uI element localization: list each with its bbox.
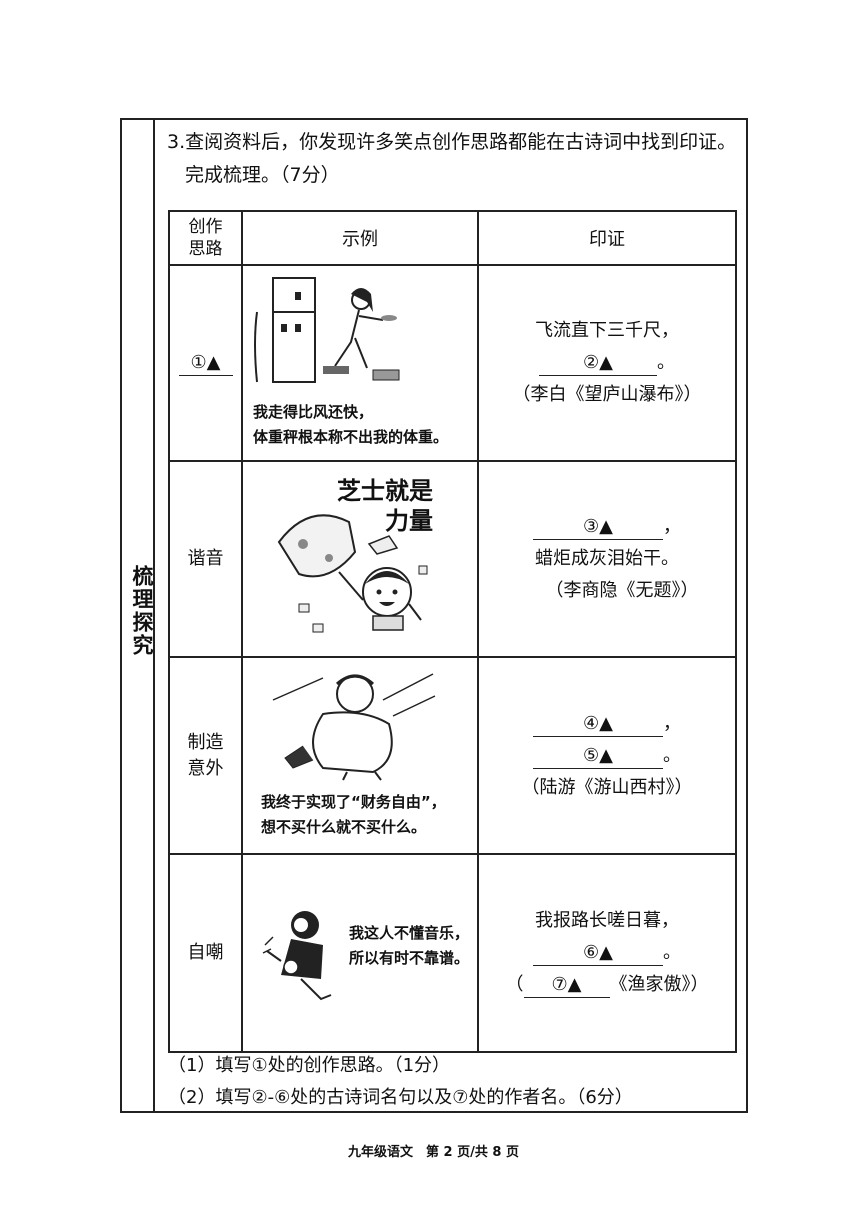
answer-blank-3[interactable]: ③▲ [533, 515, 663, 540]
proof-cell-2: ③▲， 蜡炬成灰泪始干。 （李商隐《无题》） [477, 460, 737, 658]
answer-blank-5[interactable]: ⑤▲ [533, 744, 663, 769]
example-cell-4: 我这人不懂音乐， 所以有时不靠谱。 [241, 853, 479, 1053]
answer-blank-2[interactable]: ②▲ [539, 351, 657, 376]
page-footer: 九年级语文 第 2 页/共 8 页 [348, 1145, 519, 1160]
question-line-2: 完成梳理。（7分） [185, 164, 340, 186]
example-caption-3: 我终于实现了“财务自由”， 想不买什么就不买什么。 [261, 793, 446, 836]
example-caption-1: 我走得比风还快， 体重秤根本称不出我的体重。 [253, 403, 449, 446]
answer-blank-7[interactable]: ⑦▲ [523, 973, 610, 998]
table-header-row: 创作思路 示例 印证 [168, 210, 737, 266]
thinking-cell-4: 自嘲 [168, 853, 243, 1053]
question-line-1: 3.查阅资料后，你发现许多笑点创作思路都能在古诗词中找到印证。 [167, 131, 737, 153]
example-caption-4: 我这人不懂音乐， 所以有时不靠谱。 [349, 924, 470, 967]
table-row: 制造意外 我终于实现了“财务自由”， 想不 [168, 656, 737, 855]
header-proof: 印证 [477, 210, 737, 266]
header-example: 示例 [241, 210, 479, 266]
proof-cell-3: ④▲， ⑤▲。 （陆游《游山西村》） [477, 656, 737, 855]
proof-cell-4: 我报路长嗟日暮， ⑥▲。 （⑦▲《渔家傲》） [477, 853, 737, 1053]
crouching-man-illustration [272, 673, 436, 781]
singer-illustration [262, 911, 332, 1001]
header-thinking: 创作思路 [168, 210, 243, 266]
running-girl-illustration [254, 277, 400, 383]
thinking-cell-3: 制造意外 [168, 656, 243, 855]
answer-blank-6[interactable]: ⑥▲ [533, 941, 663, 966]
example-cell-2: 芝士就是 力量 [241, 460, 479, 658]
subquestion-1: （1）填写①处的创作思路。（1分） [168, 1055, 451, 1076]
table-row: 谐音 芝士就是 力量 [168, 460, 737, 658]
side-column: 梳理探究 [122, 120, 155, 1111]
proof-cell-1: 飞流直下三千尺， ②▲。 （李白《望庐山瀑布》） [477, 264, 737, 462]
example-cell-1: 我走得比风还快， 体重秤根本称不出我的体重。 [241, 264, 479, 462]
cheese-boy-illustration [277, 514, 428, 633]
question-frame: 梳理探究 3.查阅资料后，你发现许多笑点创作思路都能在古诗词中找到印证。 完成梳… [120, 118, 748, 1113]
thinking-cell-1: ①▲ [168, 264, 243, 462]
answer-table: 创作思路 示例 印证 ①▲ [168, 210, 737, 1053]
answer-blank-1[interactable]: ①▲ [178, 351, 233, 376]
subquestions: （1）填写①处的创作思路。（1分） （2）填写②-⑥处的古诗词名句以及⑦处的作者… [168, 1050, 633, 1114]
table-row: 自嘲 我这人不懂音乐， 所以有时不靠谱。 [168, 853, 737, 1053]
cheese-slogan: 芝士就是 力量 [337, 477, 433, 535]
question-stem: 3.查阅资料后，你发现许多笑点创作思路都能在古诗词中找到印证。 完成梳理。（7分… [167, 126, 747, 192]
subquestion-2: （2）填写②-⑥处的古诗词名句以及⑦处的作者名。（6分） [168, 1087, 633, 1108]
example-cell-3: 我终于实现了“财务自由”， 想不买什么就不买什么。 [241, 656, 479, 855]
section-label: 梳理探究 [130, 565, 154, 657]
answer-blank-4[interactable]: ④▲ [533, 712, 663, 737]
table-row: ①▲ [168, 264, 737, 462]
answer-table-wrap: 创作思路 示例 印证 ①▲ [168, 210, 737, 1058]
thinking-cell-2: 谐音 [168, 460, 243, 658]
